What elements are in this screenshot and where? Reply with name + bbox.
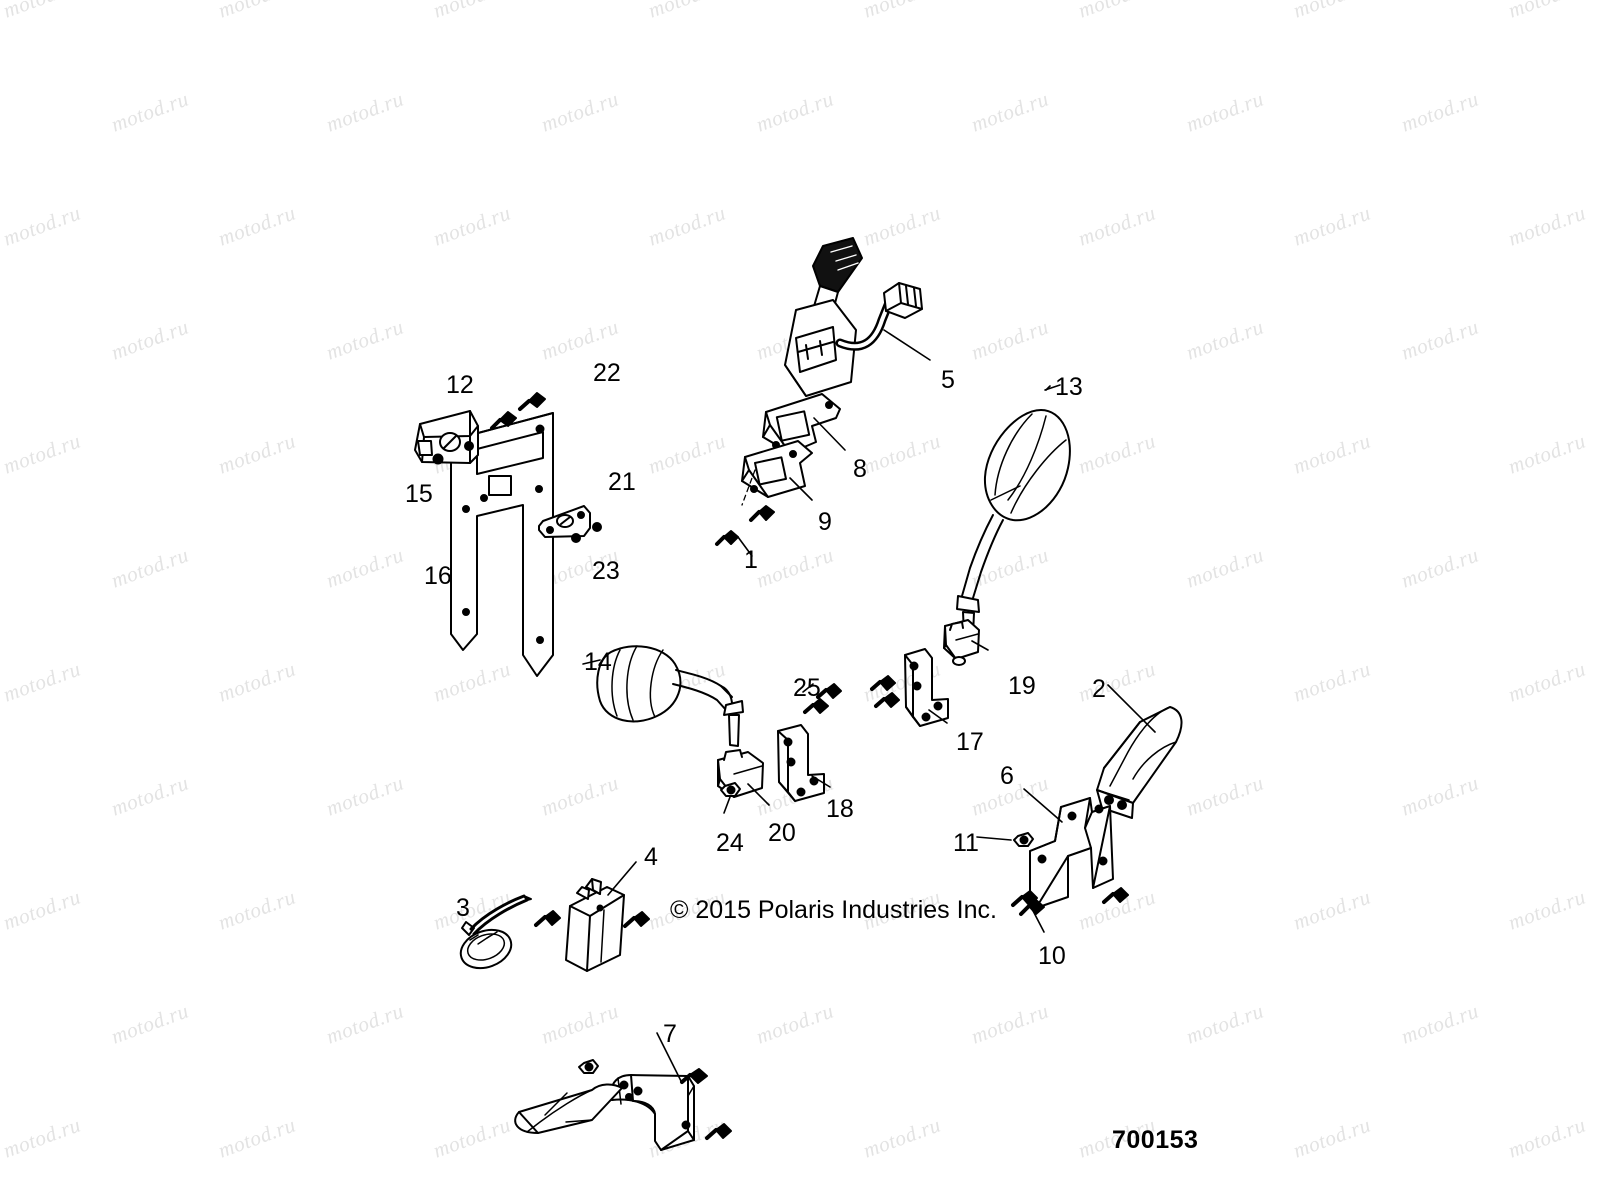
callout-rivet: 23 — [592, 557, 620, 585]
callout-mirror-clamp-left: 20 — [768, 819, 796, 847]
callout-bolt: 25 — [793, 674, 821, 702]
callout-mirror-left: 14 — [584, 648, 612, 676]
callout-mirror-bracket: 17 — [956, 728, 984, 756]
mirror-bracket-left-art — [777, 683, 842, 802]
mirror-bracket-right-art — [870, 648, 949, 727]
license-plate-bracket-art — [450, 412, 554, 677]
mirror-clamp-right-art — [943, 619, 989, 666]
callout-lamp-bracket: 6 — [1000, 762, 1014, 790]
callout-flasher-relay: 4 — [644, 843, 658, 871]
callout-lamp-mount-bracket: 7 — [663, 1020, 677, 1048]
turn-signal-lamp-2-art — [1096, 684, 1183, 819]
callout-screws: 10 — [1038, 942, 1066, 970]
plate-retainer-art — [538, 505, 602, 543]
lamp-bracket-7-art — [514, 1032, 732, 1151]
mirror-right-art — [956, 384, 1071, 636]
callout-switch-bracket: 8 — [853, 455, 867, 483]
callout-plate-retainer: 21 — [608, 468, 636, 496]
callout-mirror-bracket-left: 18 — [826, 795, 854, 823]
copyright-notice: © 2015 Polaris Industries Inc. — [670, 896, 997, 924]
mirror-left-art — [582, 645, 744, 747]
screw-22-art — [490, 392, 546, 430]
callout-switch-plate: 9 — [818, 508, 832, 536]
diagram-part-number: 700153 — [1112, 1126, 1199, 1154]
callout-license-plate-light: 12 — [446, 371, 474, 399]
callout-mirror-right: 13 — [1055, 373, 1083, 401]
license-plate-light-art — [414, 410, 479, 465]
callout-license-plate-bracket: 16 — [424, 562, 452, 590]
callout-nut-left: 24 — [716, 829, 744, 857]
callout-turn-signal-switch: 5 — [941, 366, 955, 394]
flasher-relay-art — [534, 861, 650, 972]
callout-horn: 3 — [456, 894, 470, 922]
callout-mirror-clamp: 19 — [1008, 672, 1036, 700]
mirror-clamp-left-art — [717, 749, 770, 814]
callout-screw-plate: 22 — [593, 359, 621, 387]
turn-signal-switch-art — [715, 237, 931, 557]
horn-art — [459, 894, 532, 970]
callout-turn-signal-lamp-right-rear: 2 — [1092, 675, 1106, 703]
callout-nut: 11 — [953, 829, 979, 857]
lamp-bracket-6-art — [976, 788, 1129, 933]
callout-lamp-lens: 15 — [405, 480, 433, 508]
callout-screw: 1 — [744, 546, 758, 574]
